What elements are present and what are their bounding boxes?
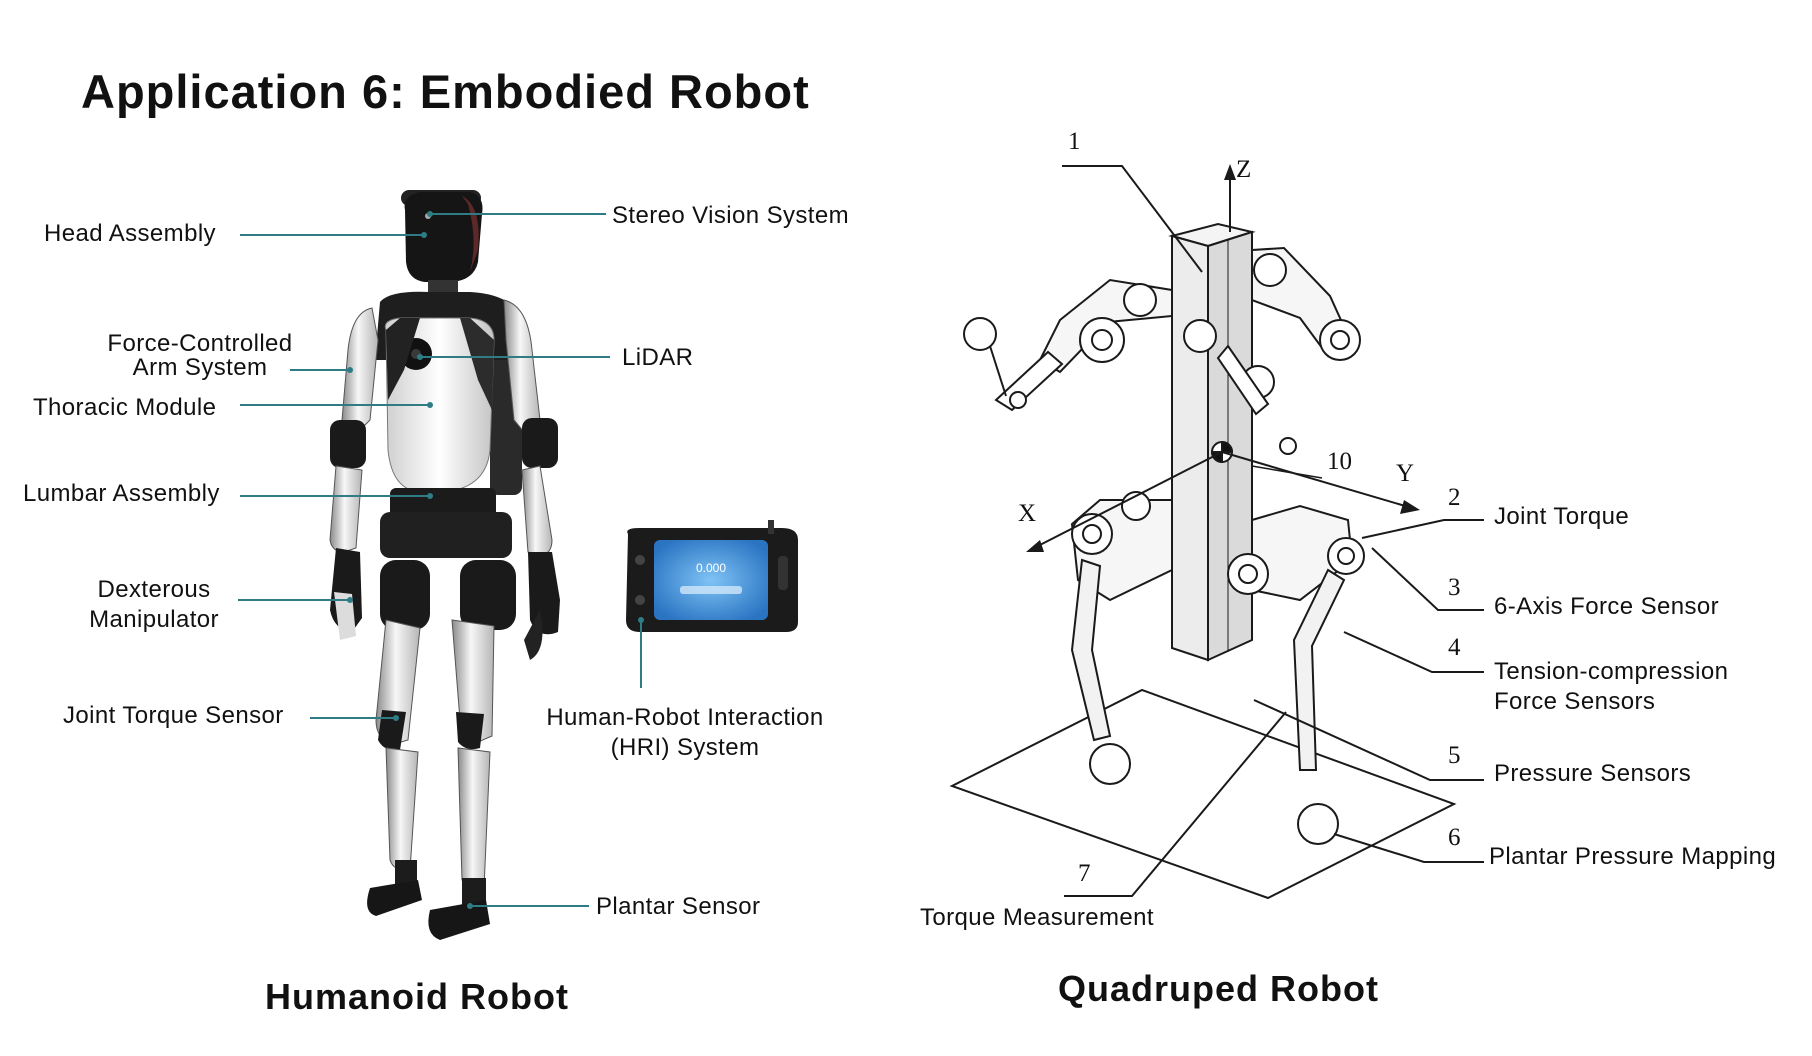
label-joint-torque: Joint Torque xyxy=(1494,503,1630,530)
label-lidar: LiDAR xyxy=(622,344,694,371)
label-force-arm-line-1: Force-Controlled xyxy=(107,330,293,357)
axis-label-z: Z xyxy=(1236,156,1252,183)
label-plantar-pressure-mapping: Plantar Pressure Mapping xyxy=(1489,843,1777,870)
hri-screen-text: 0.000 xyxy=(696,561,726,575)
axis-label-y: Y xyxy=(1396,460,1415,487)
label-force-arm-line-2: Arm System xyxy=(132,354,268,381)
quadruped-number-4: 4 xyxy=(1448,634,1461,661)
label-tension-compression-force-sensors: Tension-compression Force Sensors xyxy=(1494,658,1728,716)
label-force-controlled-arm-system: Force-Controlled Arm System xyxy=(88,330,312,382)
label-stereo-vision-system: Stereo Vision System xyxy=(612,202,849,229)
label-lumbar-assembly: Lumbar Assembly xyxy=(23,480,220,507)
quadruped-upper-right-arm xyxy=(1183,246,1361,455)
label-torque-measurement: Torque Measurement xyxy=(920,904,1154,931)
label-tension-line-1: Tension-compression xyxy=(1494,658,1729,685)
quadruped-lower-left-leg xyxy=(1070,491,1173,785)
quadruped-number-3: 3 xyxy=(1448,574,1461,601)
quadruped-number-5: 5 xyxy=(1448,742,1461,769)
label-dexterous-line-2: Manipulator xyxy=(89,606,219,633)
robot-left-arm xyxy=(329,307,379,640)
label-dexterous-line-1: Dexterous xyxy=(97,576,211,603)
hri-controller-device: 0.000 xyxy=(626,520,798,632)
quadruped-robot-figure xyxy=(949,165,1484,900)
label-joint-torque-sensor: Joint Torque Sensor xyxy=(63,702,284,729)
quadruped-number-10: 10 xyxy=(1327,448,1352,475)
humanoid-leader-dots xyxy=(347,211,644,909)
quadruped-upper-left-arm xyxy=(963,278,1173,412)
label-dexterous-manipulator: Dexterous Manipulator xyxy=(74,576,234,634)
page-title: Application 6: Embodied Robot xyxy=(81,65,810,118)
humanoid-caption: Humanoid Robot xyxy=(265,976,569,1017)
central-column xyxy=(1168,222,1256,662)
label-pressure-sensors: Pressure Sensors xyxy=(1494,760,1692,787)
label-thoracic-module: Thoracic Module xyxy=(33,394,217,421)
quadruped-leader-lines xyxy=(1062,165,1484,897)
label-head-assembly: Head Assembly xyxy=(44,220,216,247)
robot-left-leg xyxy=(367,619,422,916)
quadruped-caption: Quadruped Robot xyxy=(1058,968,1379,1009)
axis-label-x: X xyxy=(1018,500,1037,527)
quadruped-number-2: 2 xyxy=(1448,484,1461,511)
label-hri-system: Human-Robot Interaction (HRI) System xyxy=(520,704,850,762)
quadruped-number-7: 7 xyxy=(1078,860,1091,887)
robot-waist xyxy=(380,488,516,630)
robot-head xyxy=(401,190,483,300)
hri-screen xyxy=(654,540,768,620)
quadruped-number-1: 1 xyxy=(1068,128,1081,155)
coordinate-axes xyxy=(1033,172,1413,549)
quadruped-number-6: 6 xyxy=(1448,824,1461,851)
robot-right-arm xyxy=(503,299,560,660)
robot-torso xyxy=(384,317,495,493)
label-6-axis-force-sensor: 6-Axis Force Sensor xyxy=(1494,593,1720,620)
quadruped-lower-right-leg xyxy=(1227,504,1365,845)
robot-right-leg xyxy=(428,619,495,940)
ground-plane xyxy=(949,688,1457,900)
label-hri-line-1: Human-Robot Interaction xyxy=(546,704,824,731)
label-tension-line-2: Force Sensors xyxy=(1494,688,1656,715)
label-plantar-sensor: Plantar Sensor xyxy=(596,893,761,920)
label-hri-line-2: (HRI) System xyxy=(610,734,760,761)
humanoid-leader-lines xyxy=(238,213,642,907)
axis-arrowheads xyxy=(1026,164,1420,552)
